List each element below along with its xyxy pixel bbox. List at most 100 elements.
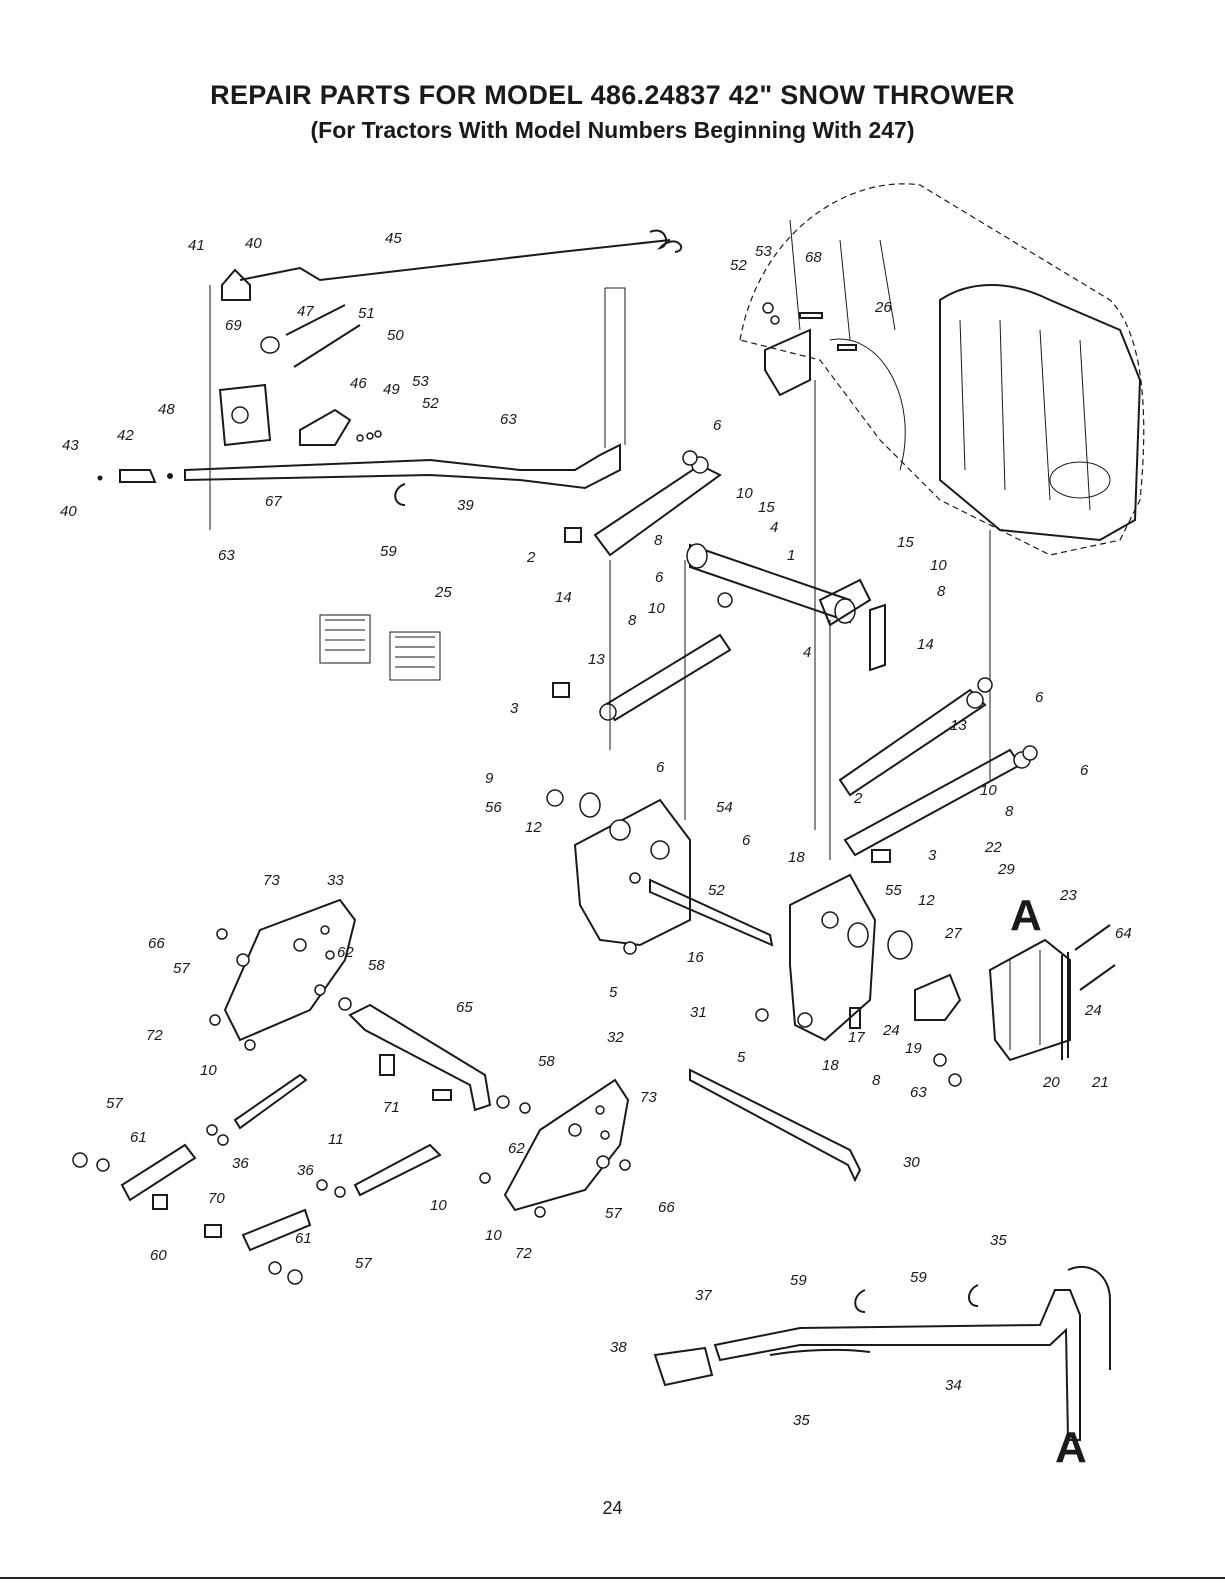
part-label: 64 [1115, 925, 1132, 942]
part-label: 66 [658, 1199, 675, 1216]
part-label: 40 [60, 503, 77, 520]
part-label: 72 [515, 1245, 532, 1262]
part-label: 67 [265, 493, 282, 510]
part-label: 53 [755, 243, 772, 260]
part-label: 21 [1091, 1074, 1109, 1091]
part-label: 35 [793, 1412, 810, 1429]
part-label: 57 [106, 1095, 123, 1112]
part-label: 61 [130, 1129, 147, 1146]
part-label: 56 [485, 799, 502, 816]
part-label: 55 [885, 882, 902, 899]
part-label: 20 [1042, 1074, 1060, 1091]
part-label: 50 [387, 327, 404, 344]
part-label: 6 [655, 569, 664, 586]
part-label: 41 [188, 237, 205, 254]
part-label: 49 [383, 381, 400, 398]
bottom-rule [0, 1577, 1225, 1579]
part-label: 15 [897, 534, 914, 551]
part-label: 3 [510, 700, 519, 717]
page-title: REPAIR PARTS FOR MODEL 486.24837 42" SNO… [210, 80, 1015, 110]
part-label: 18 [822, 1057, 839, 1074]
part-label: 72 [146, 1027, 163, 1044]
part-label: 11 [328, 1131, 344, 1148]
part-label: 6 [656, 759, 665, 776]
part-label: 10 [200, 1062, 217, 1079]
part-label: 57 [173, 960, 190, 977]
part-label: 62 [337, 944, 354, 961]
part-label: 57 [355, 1255, 372, 1272]
part-label: 8 [937, 583, 946, 600]
part-label: 8 [628, 612, 637, 629]
part-label: 51 [358, 305, 375, 322]
part-label: 35 [990, 1232, 1007, 1249]
part-label: 30 [903, 1154, 920, 1171]
part-label: 63 [218, 547, 235, 564]
part-label: 66 [148, 935, 165, 952]
part-label: 24 [1084, 1002, 1102, 1019]
part-label: 6 [742, 832, 751, 849]
part-label: 2 [853, 790, 863, 807]
part-label: 18 [788, 849, 805, 866]
part-label: 73 [640, 1089, 657, 1106]
part-label: 10 [736, 485, 753, 502]
page-subtitle: (For Tractors With Model Numbers Beginni… [310, 117, 915, 143]
part-label: 2 [526, 549, 536, 566]
part-label: 52 [422, 395, 439, 412]
part-label: 10 [485, 1227, 502, 1244]
part-label: 59 [790, 1272, 807, 1289]
part-label: 1 [787, 547, 795, 564]
part-label: 73 [263, 872, 280, 889]
part-label: 48 [158, 401, 175, 418]
callout-letter: A [1010, 891, 1042, 940]
part-label: 34 [945, 1377, 962, 1394]
part-label: 68 [805, 249, 822, 266]
part-label: 71 [383, 1099, 400, 1116]
part-label: 38 [610, 1339, 627, 1356]
part-label: 10 [930, 557, 947, 574]
part-label: 62 [508, 1140, 525, 1157]
part-label: 36 [297, 1162, 314, 1179]
part-label: 12 [918, 892, 935, 909]
part-label: 59 [910, 1269, 927, 1286]
part-label: 6 [1035, 689, 1044, 706]
part-label: 24 [882, 1022, 900, 1039]
part-label: 8 [872, 1072, 881, 1089]
header: REPAIR PARTS FOR MODEL 486.24837 42" SNO… [0, 80, 1225, 144]
part-label: 39 [457, 497, 474, 514]
part-label: 63 [910, 1084, 927, 1101]
part-label: 14 [917, 636, 934, 653]
part-label: 70 [208, 1190, 225, 1207]
part-label: 42 [117, 427, 134, 444]
part-label: 36 [232, 1155, 249, 1172]
part-label: 27 [944, 925, 962, 942]
part-label: 43 [62, 437, 79, 454]
part-label: 4 [770, 519, 778, 536]
part-label: 69 [225, 317, 242, 334]
part-label: 58 [368, 957, 385, 974]
part-label: 5 [737, 1049, 746, 1066]
part-label: 22 [984, 839, 1002, 856]
part-label: 12 [525, 819, 542, 836]
part-label: 16 [687, 949, 704, 966]
part-label: 10 [980, 782, 997, 799]
part-label: 47 [297, 303, 314, 320]
part-label: 13 [950, 717, 967, 734]
diagram-drawing [72, 183, 1145, 1441]
part-label: 31 [690, 1004, 707, 1021]
part-label: 46 [350, 375, 367, 392]
part-label: 17 [848, 1029, 865, 1046]
part-label: 32 [607, 1029, 624, 1046]
part-label: 9 [485, 770, 494, 787]
part-label: 52 [708, 882, 725, 899]
part-label: 52 [730, 257, 747, 274]
part-callout-labels: 41 40 45 52 53 68 26 69 47 51 50 48 46 4… [60, 230, 1132, 1429]
part-label: 33 [327, 872, 344, 889]
part-label: 14 [555, 589, 572, 606]
part-label: 53 [412, 373, 429, 390]
part-label: 8 [1005, 803, 1014, 820]
part-label: 19 [905, 1040, 922, 1057]
part-label: 37 [695, 1287, 712, 1304]
part-label: 6 [1080, 762, 1089, 779]
page-number: 24 [602, 1498, 623, 1518]
